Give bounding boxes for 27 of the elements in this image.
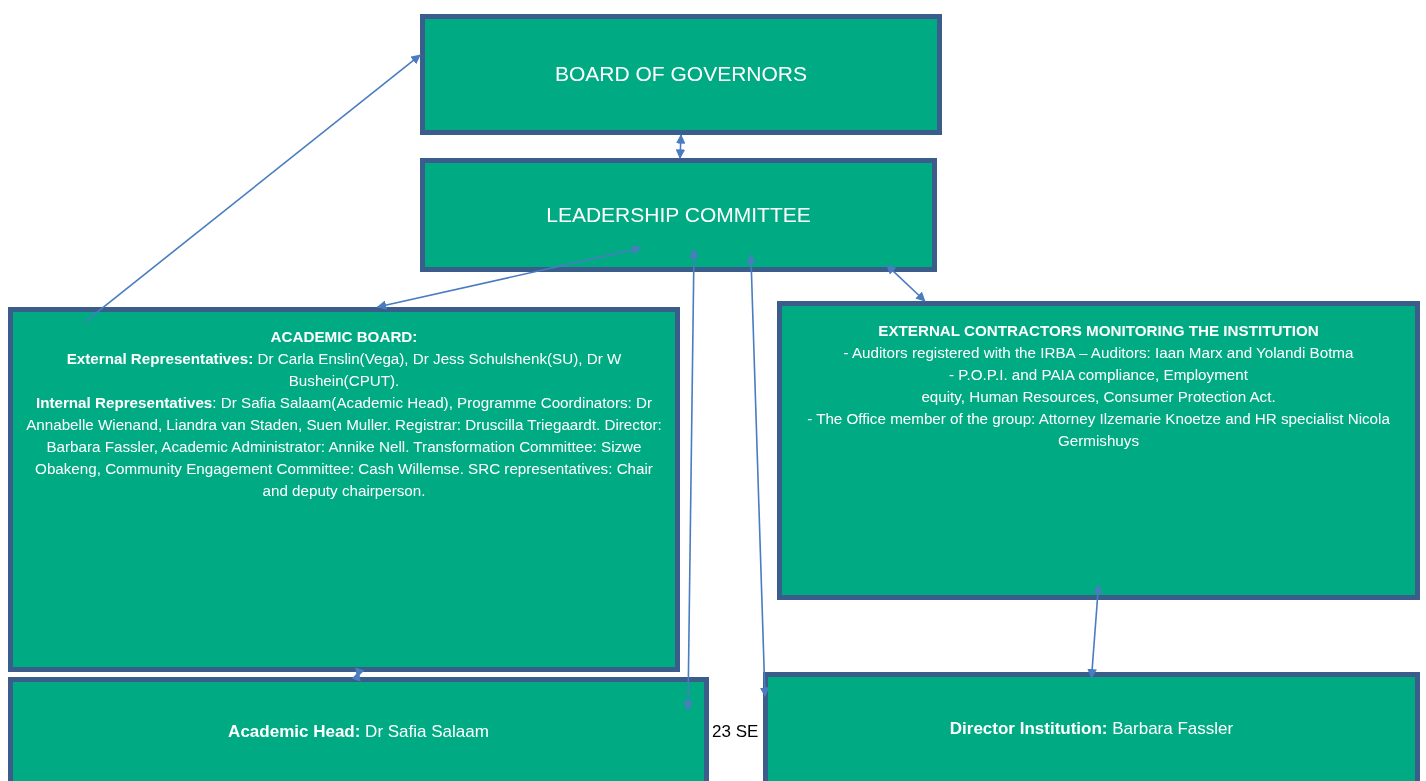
org-box xyxy=(420,14,942,135)
arrow xyxy=(351,667,365,682)
arrow xyxy=(683,248,699,711)
box-text: - P.O.P.I. and PAIA compliance, Employment xyxy=(948,365,1249,386)
arrow xyxy=(1087,584,1103,679)
arrow xyxy=(376,245,642,310)
box-heading: ACADEMIC BOARD: xyxy=(270,327,418,347)
arrow xyxy=(886,264,926,302)
box-text: External Representatives: Dr Carla Enslin(Vega), Dr Jess Schulshenk(SU), Dr W Bushein(CPUT). xyxy=(65,349,623,392)
arrow xyxy=(675,134,686,159)
arrow xyxy=(84,54,421,323)
org-box xyxy=(420,158,937,272)
box-text: Internal Representatives: Dr Safia Salaam(Academic Head), Programme Coordinators: Dr Annabelle Wienand, Liandra van Staden, Suen Muller. Registrar: Druscilla Triegaardt. Director: Barbara Fassler, Academic Administrator: Annike Nell. Transformation Committee: Sizwe Obakeng, Community Engagement Committee: Cash Willemse. SRC representatives: Chair and deputy chairperson. xyxy=(25,393,663,502)
box-text: - The Office member of the group: Attorney Ilzemarie Knoetze and HR specialist Nicola Germishuys xyxy=(806,409,1391,452)
box-text: Academic Head: Dr Safia Salaam xyxy=(228,720,489,743)
footer-text: 23 SE xyxy=(712,722,759,742)
org-box xyxy=(8,677,709,781)
box-text: BOARD OF GOVERNORS xyxy=(555,61,807,88)
org-box xyxy=(8,307,680,672)
arrow xyxy=(746,253,770,698)
box-text: Director Institution: Barbara Fassler xyxy=(949,718,1234,741)
box-text: LEADERSHIP COMMITTEE xyxy=(546,201,811,228)
org-box xyxy=(777,301,1420,600)
org-box xyxy=(763,672,1420,781)
box-heading: EXTERNAL CONTRACTORS MONITORING THE INSTITUTION xyxy=(878,321,1319,341)
box-text: equity, Human Resources, Consumer Protection Act. xyxy=(920,387,1277,408)
box-text: - Auditors registered with the IRBA – Auditors: Iaan Marx and Yolandi Botma xyxy=(842,343,1355,364)
